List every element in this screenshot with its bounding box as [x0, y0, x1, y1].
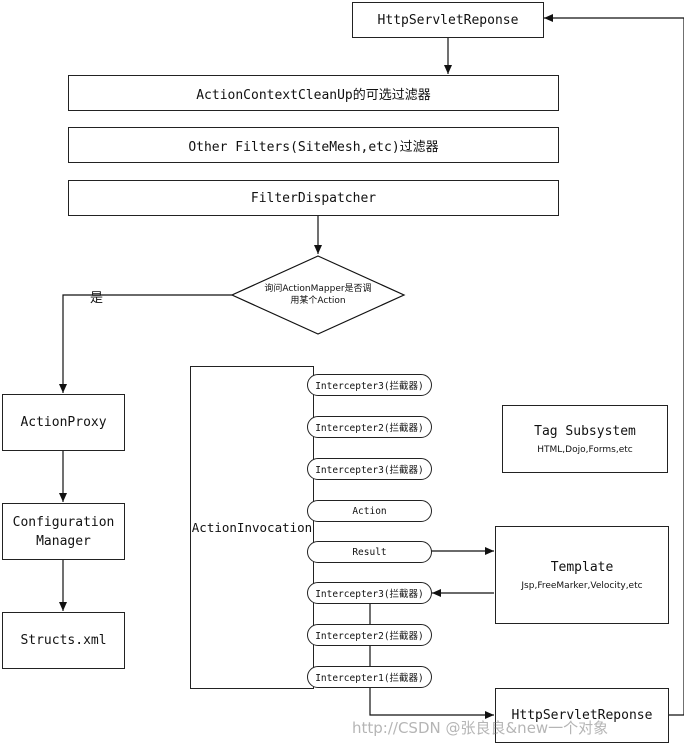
tag-subsystem-subtitle: HTML,Dojo,Forms,etc: [537, 444, 633, 455]
filter-dispatcher: FilterDispatcher: [68, 180, 559, 216]
action-proxy: ActionProxy: [2, 394, 125, 451]
intercepter-2-pre: Intercepter2(拦截器): [307, 416, 432, 438]
configuration-manager: Configuration Manager: [2, 503, 125, 560]
action-step: Action: [307, 500, 432, 522]
configuration-manager-line2: Manager: [36, 533, 91, 549]
intercepter-3-post: Intercepter3(拦截器): [307, 582, 432, 604]
action-invocation: ActionInvocation: [190, 366, 314, 689]
arrow-response-loop: [544, 14, 684, 716]
template: Template Jsp,FreeMarker,Velocity,etc: [495, 526, 669, 624]
decision-label: 询问ActionMapper是否调 用某个Action: [248, 283, 388, 307]
decision-diamond: [230, 255, 406, 335]
template-subtitle: Jsp,FreeMarker,Velocity,etc: [521, 580, 643, 591]
http-servlet-response-top: HttpServletReponse: [352, 2, 544, 38]
template-title: Template: [550, 559, 614, 575]
http-servlet-response-bottom: HttpServletReponse: [495, 688, 669, 743]
tag-subsystem: Tag Subsystem HTML,Dojo,Forms,etc: [502, 405, 668, 473]
tag-subsystem-title: Tag Subsystem: [534, 423, 636, 439]
watermark: http://CSDN @张良良&new一个对象: [352, 719, 609, 737]
arrow-decision-to-proxy: [59, 294, 232, 393]
structs-xml: Structs.xml: [2, 612, 125, 669]
action-context-cleanup-filter: ActionContextCleanUp的可选过滤器: [68, 75, 559, 111]
decision-label-line1: 询问ActionMapper是否调: [264, 284, 372, 294]
intercepter-1-post: Intercepter1(拦截器): [307, 666, 432, 688]
result-step: Result: [307, 541, 432, 563]
configuration-manager-line1: Configuration: [12, 514, 115, 530]
decision-label-line2: 用某个Action: [290, 296, 346, 306]
other-filters: Other Filters(SiteMesh,etc)过滤器: [68, 127, 559, 163]
yes-label: 是: [90, 291, 104, 306]
intercepter-3-pre: Intercepter3(拦截器): [307, 374, 432, 396]
intercepter-2-post: Intercepter2(拦截器): [307, 624, 432, 646]
arrow-intercepter-to-response: [369, 686, 494, 719]
intercepter-3-pre-b: Intercepter3(拦截器): [307, 458, 432, 480]
